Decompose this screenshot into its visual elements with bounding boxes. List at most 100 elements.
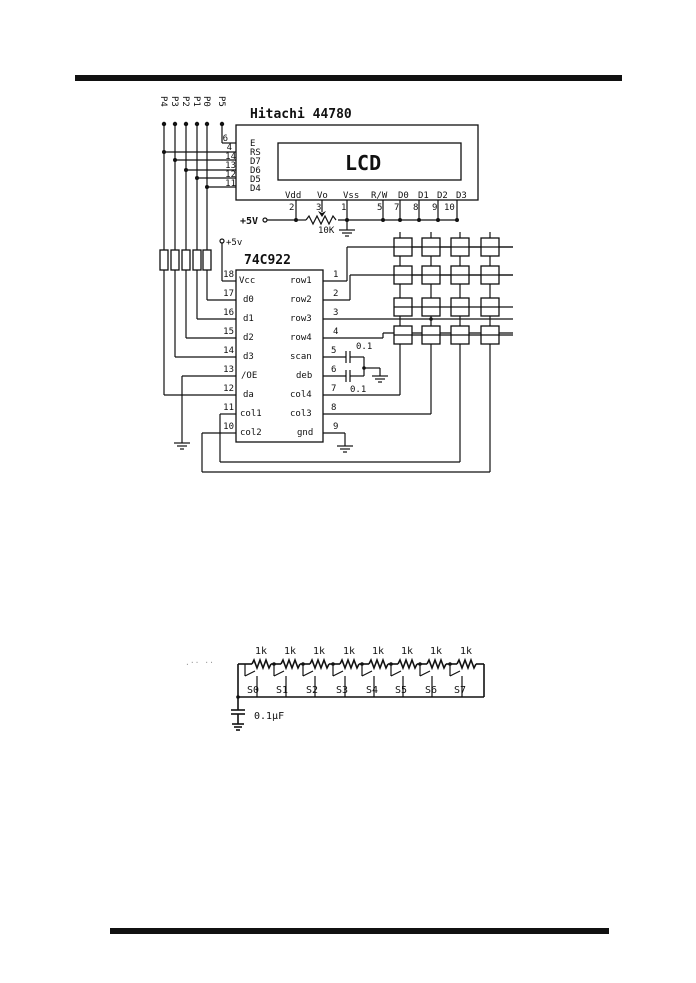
svg-text:1k: 1k	[255, 646, 267, 657]
pot-wiper-arrow	[318, 211, 326, 217]
svg-text:RS: RS	[250, 148, 261, 158]
pot-label: 10K	[318, 226, 335, 236]
svg-text:D1: D1	[418, 191, 429, 201]
svg-text:col1: col1	[240, 409, 262, 419]
svg-text:S2: S2	[306, 685, 318, 696]
lcd-supply-label: +5V	[240, 216, 258, 227]
svg-text:1k: 1k	[401, 646, 413, 657]
svg-text:d3: d3	[243, 352, 254, 362]
svg-text:S5: S5	[395, 685, 407, 696]
ladder-capacitor-label: 0.1μF	[254, 711, 284, 722]
svg-text:17: 17	[223, 289, 234, 299]
svg-text:1k: 1k	[343, 646, 355, 657]
lcd-left-pins: 6 E 4 RS 14 D7 13 D6 12 D5 11 D4	[223, 134, 261, 194]
svg-text:8: 8	[331, 403, 336, 413]
lcd-bottom-pin-nums: 2 3 1 5 7 8 9 10	[289, 203, 455, 213]
svg-text:S7: S7	[454, 685, 466, 696]
port-label: P0	[201, 96, 211, 107]
keypad-encoder: 74C922 +5v 18 Vcc 17 d0 16 d1 15 d2 14 d…	[163, 238, 513, 473]
svg-text:gnd: gnd	[297, 428, 313, 438]
svg-text:11: 11	[223, 403, 234, 413]
svg-text:D5: D5	[250, 175, 261, 185]
svg-text:5: 5	[377, 203, 382, 213]
svg-text:S4: S4	[366, 685, 378, 696]
keypad-junction	[429, 317, 433, 321]
encoder-supply-label: +5v	[226, 238, 242, 248]
ladder-switches	[244, 664, 463, 697]
svg-text:3: 3	[316, 203, 321, 213]
lcd-bottom-pin-names: Vdd Vo Vss R/W D0 D1 D2 D3	[285, 191, 467, 201]
svg-text:col3: col3	[290, 409, 312, 419]
svg-text:1k: 1k	[284, 646, 296, 657]
svg-text:1: 1	[341, 203, 346, 213]
svg-text:da: da	[243, 390, 254, 400]
svg-text:6: 6	[331, 365, 336, 375]
top-rule	[75, 75, 622, 81]
svg-text:3: 3	[333, 308, 338, 318]
svg-text:4: 4	[227, 143, 232, 153]
svg-text:S0: S0	[247, 685, 259, 696]
keypad-rows	[394, 246, 513, 336]
svg-text:scan: scan	[290, 352, 312, 362]
port-labels: P4 P3 P2 P1 P0 P5	[158, 96, 226, 107]
svg-text:S1: S1	[276, 685, 288, 696]
encoder-right-pins: row1 1 row2 2 row3 3 row4 4 scan 5 deb 6…	[290, 270, 338, 438]
lcd-junctions	[294, 218, 459, 222]
svg-text:d0: d0	[243, 295, 254, 305]
resistor-ladder: .·· ·· 1k 1k 1k 1k 1k 1k 1k 1k	[185, 646, 485, 731]
svg-text:4: 4	[333, 327, 338, 337]
svg-text:1k: 1k	[313, 646, 325, 657]
port-terminals	[161, 121, 225, 127]
keypad-matrix	[393, 232, 513, 472]
encoder-left-wiring	[163, 243, 236, 450]
svg-text:14: 14	[225, 152, 236, 162]
supply-terminal	[262, 217, 268, 223]
svg-text:S3: S3	[336, 685, 348, 696]
bottom-rule	[110, 928, 609, 934]
lcd-screen-label: LCD	[345, 151, 381, 175]
port-label: P5	[216, 96, 226, 107]
cap-scan-label: 0.1	[356, 342, 372, 352]
encoder-title: 74C922	[244, 253, 291, 268]
cap-junction	[362, 366, 366, 370]
svg-text:row3: row3	[290, 314, 312, 324]
ladder-resistor-labels: 1k 1k 1k 1k 1k 1k 1k 1k	[255, 646, 472, 657]
svg-text:D6: D6	[250, 166, 261, 176]
ladder-chain	[237, 657, 485, 710]
encoder-body	[235, 269, 324, 443]
svg-text:/OE: /OE	[241, 371, 257, 381]
svg-text:7: 7	[331, 384, 336, 394]
svg-text:9: 9	[432, 203, 437, 213]
svg-text:15: 15	[223, 327, 234, 337]
svg-text:10: 10	[444, 203, 455, 213]
svg-text:10: 10	[223, 422, 234, 432]
svg-text:col4: col4	[290, 390, 312, 400]
svg-text:9: 9	[333, 422, 338, 432]
lcd-title: Hitachi 44780	[250, 107, 352, 122]
svg-text:R/W: R/W	[371, 191, 388, 201]
svg-text:row4: row4	[290, 333, 312, 343]
svg-text:14: 14	[223, 346, 234, 356]
port-wires	[163, 124, 236, 250]
svg-text:D3: D3	[456, 191, 467, 201]
svg-text:d2: d2	[243, 333, 254, 343]
tap-dots	[162, 150, 209, 189]
svg-text:1k: 1k	[372, 646, 384, 657]
svg-text:Vcc: Vcc	[239, 276, 255, 286]
encoder-left-pins: 18 Vcc 17 d0 16 d1 15 d2 14 d3 13 /OE 12…	[223, 270, 262, 438]
svg-text:1: 1	[333, 270, 338, 280]
svg-text:E: E	[250, 139, 255, 149]
svg-text:2: 2	[333, 289, 338, 299]
keypad-keys	[393, 237, 500, 345]
svg-text:D2: D2	[437, 191, 448, 201]
svg-text:8: 8	[413, 203, 418, 213]
svg-text:D7: D7	[250, 157, 261, 167]
port-label: P4	[158, 96, 168, 107]
cap-deb-label: 0.1	[350, 385, 366, 395]
svg-text:5: 5	[331, 346, 336, 356]
port-label: P2	[180, 96, 190, 107]
svg-text:S6: S6	[425, 685, 437, 696]
port-label: P3	[169, 96, 179, 107]
svg-text:7: 7	[394, 203, 399, 213]
svg-text:13: 13	[225, 161, 236, 171]
